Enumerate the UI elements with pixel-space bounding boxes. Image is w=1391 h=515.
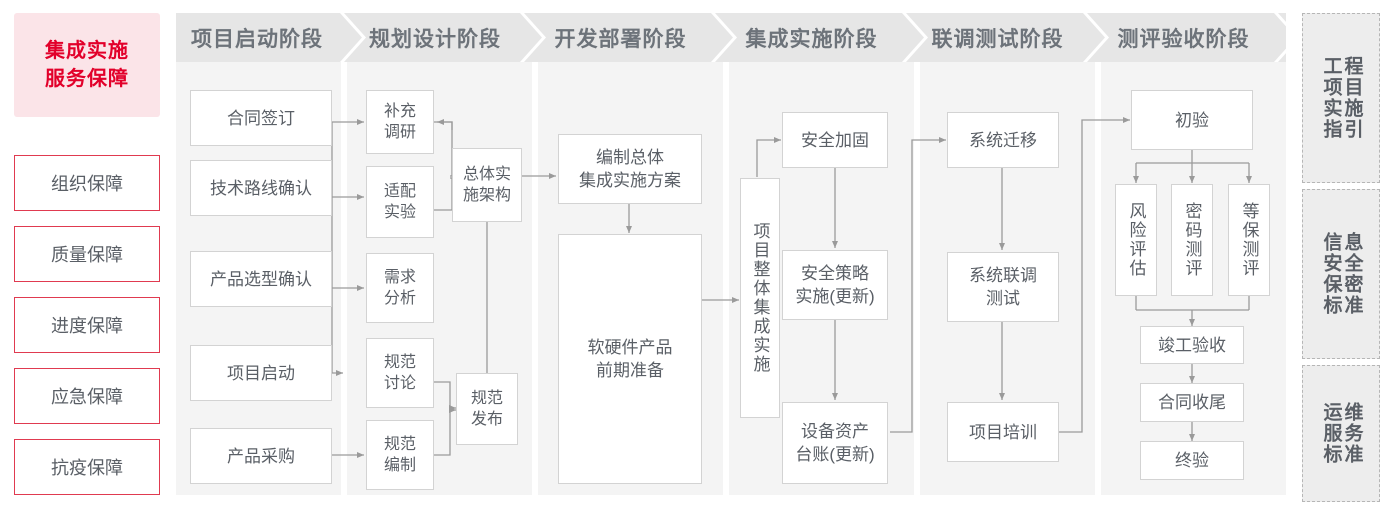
guarantee-title-box: 集成实施 服务保障 (14, 13, 160, 117)
phase-header-6[interactable]: 测评验收阶段 (1095, 13, 1286, 62)
node-compile-overall-integration-plan-line2: 集成实施方案 (579, 171, 681, 190)
node-compile-overall-integration-plan[interactable]: 编制总体 集成实施方案 (558, 134, 702, 204)
node-tech-route-confirm[interactable]: 技术路线确认 (190, 160, 332, 216)
node-standard-drafting[interactable]: 规范 编制 (366, 420, 434, 490)
node-classified-protection-evaluation[interactable]: 等保测评 (1228, 184, 1270, 296)
phase-header-2[interactable]: 规划设计阶段 (352, 13, 532, 62)
node-standard-discussion[interactable]: 规范 讨论 (366, 338, 434, 408)
standards-rail-om-service-standard-col-left: 运服标 (1320, 402, 1342, 465)
node-equipment-asset-ledger[interactable]: 设备资产 台账(更新) (782, 402, 888, 484)
node-standard-discussion-line2: 讨论 (383, 375, 416, 392)
phase-header-4-label: 集成实施阶段 (745, 27, 878, 51)
node-overall-implementation-architecture-line2: 施架构 (462, 187, 511, 204)
node-contract-signing[interactable]: 合同签订 (190, 90, 332, 146)
guarantee-title-line2: 服务保障 (45, 68, 129, 90)
node-equipment-asset-ledger-line1: 设备资产 (800, 422, 869, 441)
standards-rail-infosec-standard[interactable]: 息全密准 信安保标 (1302, 189, 1380, 359)
node-security-policy-implementation-line2: 实施(更新) (795, 287, 875, 306)
node-standard-release-line2: 发布 (470, 411, 503, 428)
node-product-procurement[interactable]: 产品采购 (190, 428, 332, 484)
phase-header-3[interactable]: 开发部署阶段 (532, 13, 723, 62)
node-standard-release[interactable]: 规范 发布 (456, 373, 518, 445)
phase-header-6-label: 测评验收阶段 (1117, 27, 1250, 51)
node-requirement-analysis-line1: 需求 (383, 269, 416, 286)
standards-rail-project-guideline-col-left: 工项实指 (1320, 56, 1342, 140)
node-security-policy-implementation-line1: 安全策略 (800, 264, 869, 283)
guarantee-item-quality[interactable]: 质量保障 (14, 226, 160, 282)
phase-header-5[interactable]: 联调测试阶段 (914, 13, 1095, 62)
standards-rail-project-guideline-col-right: 程目施引 (1341, 56, 1363, 140)
node-cryptography-evaluation[interactable]: 密码测评 (1171, 184, 1213, 296)
node-system-migration[interactable]: 系统迁移 (947, 112, 1059, 168)
guarantee-title-line1: 集成实施 (45, 40, 129, 62)
node-completion-acceptance[interactable]: 竣工验收 (1140, 326, 1244, 364)
node-risk-assessment[interactable]: 风险评估 (1115, 184, 1157, 296)
phase-header-1-label: 项目启动阶段 (191, 27, 323, 51)
node-final-acceptance[interactable]: 终验 (1140, 441, 1244, 480)
guarantee-item-organization[interactable]: 组织保障 (14, 155, 160, 211)
guarantee-item-schedule[interactable]: 进度保障 (14, 297, 160, 353)
node-hardware-software-preparation-line2: 前期准备 (596, 361, 664, 380)
node-standard-drafting-line2: 编制 (383, 457, 416, 474)
node-supplementary-research-line2: 调研 (383, 124, 416, 141)
node-preliminary-acceptance[interactable]: 初验 (1131, 90, 1253, 150)
standards-rail-om-service-standard-col-right: 维务准 (1341, 402, 1363, 465)
node-system-joint-debug-test[interactable]: 系统联调 测试 (947, 252, 1059, 322)
node-supplementary-research[interactable]: 补充 调研 (366, 90, 434, 154)
phase-header-3-label: 开发部署阶段 (554, 27, 687, 51)
node-project-training[interactable]: 项目培训 (947, 402, 1059, 462)
node-system-joint-debug-test-line1: 系统联调 (969, 266, 1037, 285)
node-security-policy-implementation[interactable]: 安全策略 实施(更新) (782, 250, 888, 320)
node-product-selection-confirm[interactable]: 产品选型确认 (190, 251, 332, 307)
node-security-hardening[interactable]: 安全加固 (782, 112, 888, 168)
node-overall-implementation-architecture[interactable]: 总体实 施架构 (452, 148, 522, 222)
node-requirement-analysis[interactable]: 需求 分析 (366, 253, 434, 323)
node-overall-implementation-architecture-line1: 总体实 (462, 166, 511, 183)
node-equipment-asset-ledger-line2: 台账(更新) (795, 445, 875, 464)
node-hardware-software-preparation[interactable]: 软硬件产品 前期准备 (558, 234, 702, 484)
node-supplementary-research-line1: 补充 (383, 103, 416, 120)
guarantee-item-epidemic[interactable]: 抗疫保障 (14, 439, 160, 495)
node-compile-overall-integration-plan-line1: 编制总体 (596, 148, 664, 167)
node-hardware-software-preparation-line1: 软硬件产品 (587, 338, 673, 357)
node-standard-drafting-line1: 规范 (383, 436, 416, 453)
standards-rail-project-guideline[interactable]: 程目施引 工项实指 (1302, 13, 1380, 183)
guarantee-item-emergency[interactable]: 应急保障 (14, 368, 160, 424)
node-requirement-analysis-line2: 分析 (383, 290, 416, 307)
standards-rail-infosec-standard-col-right: 息全密准 (1341, 232, 1363, 316)
phase-header-5-label: 联调测试阶段 (931, 27, 1064, 51)
phase-header-4[interactable]: 集成实施阶段 (723, 13, 914, 62)
node-project-kickoff[interactable]: 项目启动 (190, 345, 332, 401)
node-adaptation-experiment[interactable]: 适配 实验 (366, 166, 434, 238)
node-contract-closure[interactable]: 合同收尾 (1140, 383, 1244, 422)
node-adaptation-experiment-line2: 实验 (383, 204, 416, 221)
node-standard-release-line1: 规范 (470, 390, 503, 407)
standards-rail-om-service-standard[interactable]: 维务准 运服标 (1302, 365, 1380, 502)
node-overall-project-integration[interactable]: 项目整体集成实施 (740, 178, 780, 418)
node-system-joint-debug-test-line2: 测试 (986, 289, 1020, 308)
standards-rail-infosec-standard-col-left: 信安保标 (1320, 232, 1342, 316)
phase-header-2-label: 规划设计阶段 (369, 27, 501, 51)
phase-header-1[interactable]: 项目启动阶段 (176, 13, 352, 62)
node-standard-discussion-line1: 规范 (383, 354, 416, 371)
node-adaptation-experiment-line1: 适配 (383, 183, 416, 200)
